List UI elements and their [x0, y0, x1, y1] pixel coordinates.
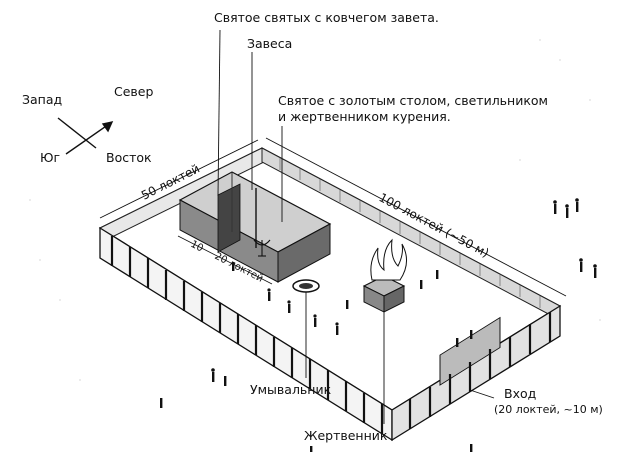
compass-east: Восток — [106, 150, 152, 165]
label-entrance-size: (20 локтей, ~10 м) — [494, 403, 603, 416]
compass-south: Юг — [40, 150, 61, 165]
compass-north: Север — [114, 84, 154, 99]
label-altar: Жертвенник — [304, 428, 388, 443]
dimension-line-length — [265, 137, 567, 297]
leader-lines — [217, 29, 495, 424]
people-figures — [160, 198, 597, 452]
label-holy-place-line1: Святое с золотым столом, светильником — [278, 93, 548, 108]
altar-icon — [362, 275, 406, 313]
compass-west: Запад — [22, 92, 63, 107]
label-holy-of-holies: Святое святых с ковчегом завета. — [214, 10, 439, 25]
label-holy-place-line2: и жертвенником курения. — [278, 109, 451, 124]
front-right-wall — [391, 304, 561, 442]
background-texture — [29, 39, 601, 381]
compass-rose — [57, 117, 114, 155]
tabernacle-tent — [178, 171, 332, 283]
back-right-wall-hatch — [279, 158, 541, 308]
dimension-line-tabernacle — [177, 235, 273, 285]
label-veil: Завеса — [247, 36, 293, 51]
fire-icon — [370, 238, 407, 281]
front-left-wall-posts — [110, 236, 384, 434]
label-laver: Умывальник — [250, 382, 332, 397]
label-entrance: Вход — [504, 386, 537, 401]
menorah-icon — [253, 239, 271, 257]
dimension-line-width — [99, 139, 259, 219]
dim-10: 10 — [189, 239, 205, 255]
front-right-wall-posts — [408, 312, 552, 429]
